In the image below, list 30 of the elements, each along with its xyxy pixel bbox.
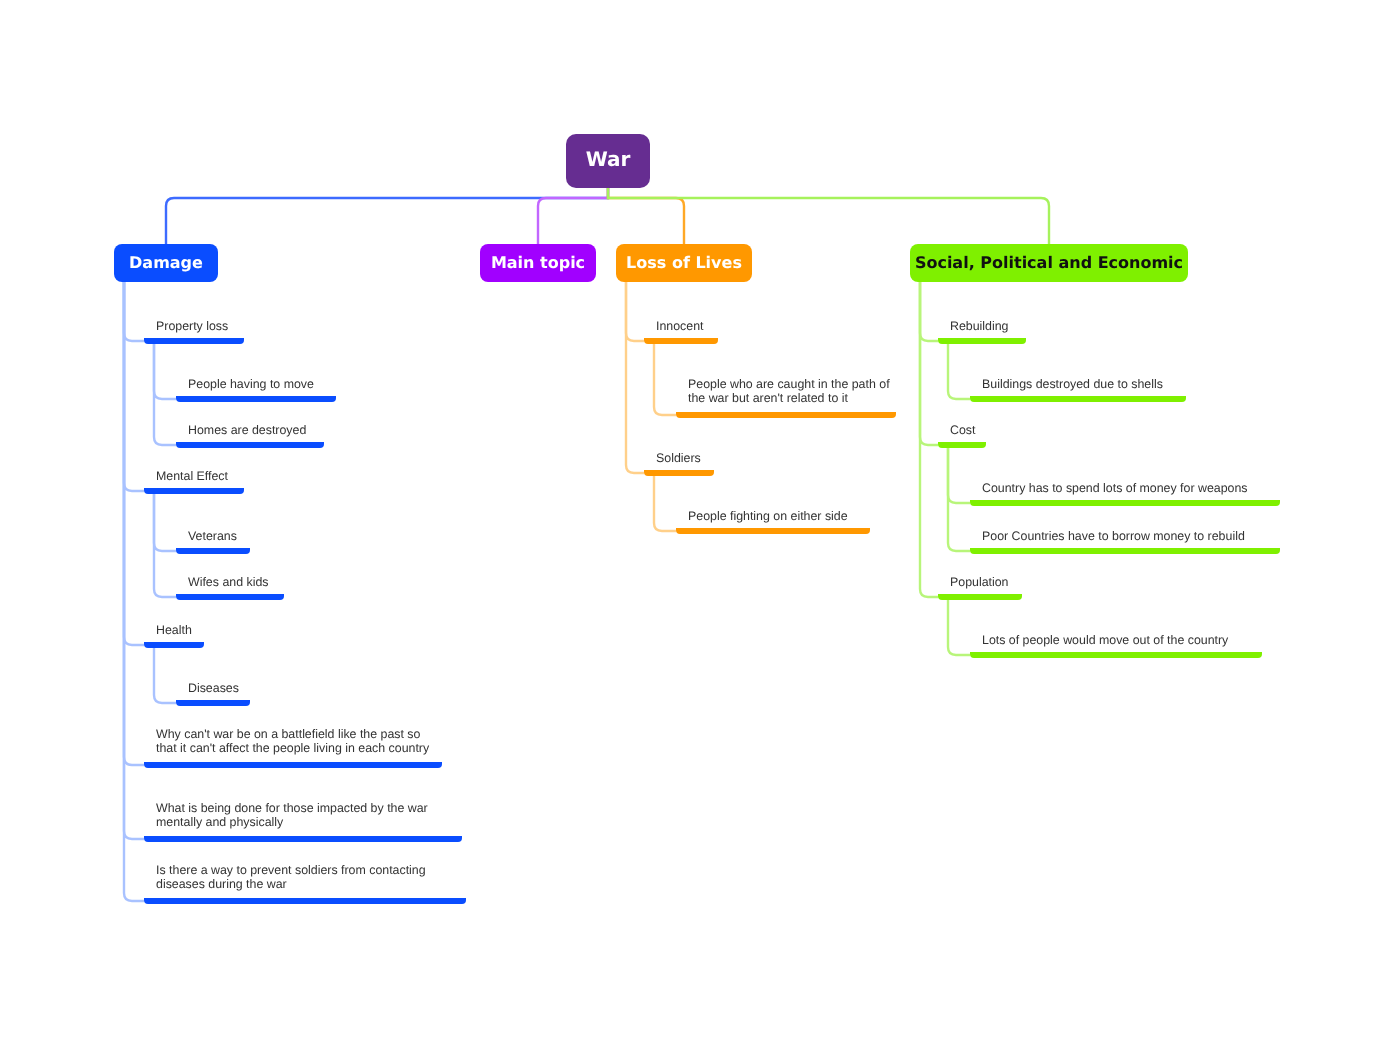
subtopic-underline [176, 576, 284, 601]
subtopic-underline [176, 682, 250, 707]
subtopic-underline [176, 424, 324, 449]
subtopic-underline [676, 510, 870, 535]
main-topic-box: Loss of Lives [616, 244, 752, 282]
subtopic-underline [970, 378, 1186, 403]
main-topic-box: Main topic [480, 244, 596, 282]
connector-line [606, 188, 1051, 244]
subtopic-underline [176, 530, 250, 555]
subtopic-underline [970, 482, 1280, 507]
subtopic-underline [144, 320, 244, 345]
connector-line [918, 282, 938, 599]
subtopic-underline [144, 728, 442, 768]
subtopic-underline [970, 530, 1280, 555]
subtopic-underline [938, 576, 1022, 601]
subtopic-underline [938, 424, 986, 449]
subtopic-underline [644, 452, 714, 477]
subtopic-underline [644, 320, 718, 345]
main-topic-box: Social, Political and Economic [910, 244, 1188, 282]
subtopic-underline [144, 470, 244, 495]
subtopic-underline [970, 634, 1262, 659]
subtopic-underline [676, 378, 896, 418]
main-topic-box: Damage [114, 244, 218, 282]
subtopic-underline [176, 378, 336, 403]
subtopic-underline [144, 802, 462, 842]
subtopic-underline [938, 320, 1026, 345]
subtopic-underline [144, 864, 466, 904]
connector-line [624, 282, 644, 475]
central-topic-box: War [566, 134, 650, 188]
subtopic-underline [144, 624, 204, 649]
